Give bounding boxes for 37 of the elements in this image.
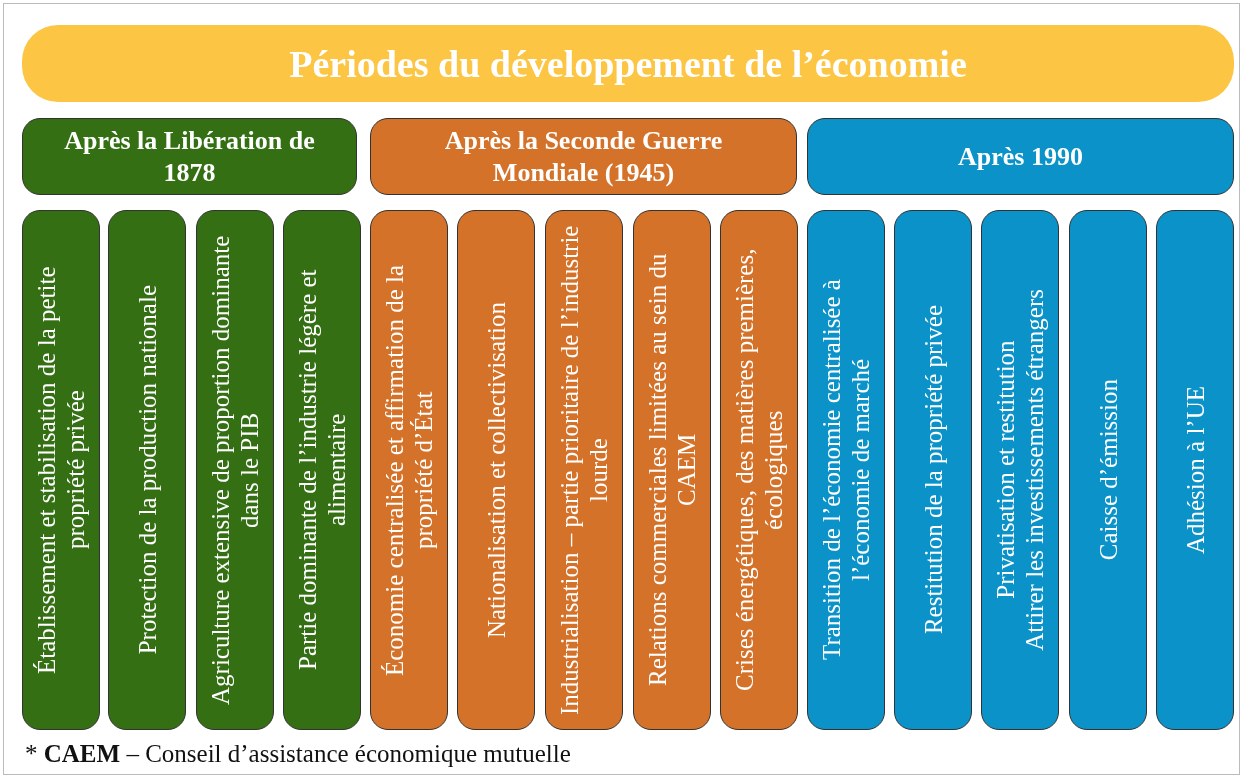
period-heading: Après 1990	[958, 140, 1083, 173]
feature-text: Partie dominante de l’industrie légère et alimentaire	[293, 268, 351, 673]
feature-column	[22, 210, 100, 730]
feature-text: Caisse d’émission	[1093, 379, 1123, 561]
feature-text: Économie centralisée et affirmation de la propriété d’État	[380, 263, 438, 678]
feature-text: Relations commerciales limitées au sein du CAEM	[643, 252, 701, 689]
feature-text: Transition de l’économie centralisée à l’économie de marché	[817, 278, 875, 663]
feature-column	[894, 210, 972, 730]
feature-text: Restitution de la propriété privée	[918, 305, 948, 635]
period-header	[22, 118, 357, 195]
feature-text: Protection de la production nationale	[132, 285, 162, 655]
period-header	[807, 118, 1234, 195]
feature-column	[283, 210, 361, 730]
feature-column	[457, 210, 535, 730]
period-heading: Après la Seconde Guerre Mondiale (1945)	[443, 124, 724, 189]
footnote: *CAEM – Conseil d’assistance économique mutuelle	[25, 740, 571, 768]
feature-text: Nationalisation et collectivisation	[481, 302, 511, 638]
feature-column	[633, 210, 711, 730]
feature-column	[1156, 210, 1234, 730]
banner-heading: Périodes du développement de l’économie	[289, 41, 967, 86]
period-heading: Après la Libération de 1878	[63, 124, 316, 189]
feature-column	[108, 210, 186, 730]
feature-text: Industrialisation – partie prioritaire de l’industrie lourde	[555, 225, 613, 715]
feature-column	[196, 210, 274, 730]
feature-column	[807, 210, 885, 730]
feature-text: Établissement et stabilisation de la petite propriété privée	[32, 265, 90, 676]
period-header	[370, 118, 797, 195]
feature-column	[1069, 210, 1147, 730]
feature-column	[370, 210, 448, 730]
feature-column	[981, 210, 1059, 730]
feature-text: Privatisation et restitution	[991, 340, 1020, 600]
feature-text: Crises énergétiques, des matières premières, écologiques	[730, 247, 788, 694]
feature-text: Agriculture extensive de proportion dominante dans le PIB	[206, 234, 264, 707]
feature-text: Attirer les investissements étrangers	[1020, 289, 1049, 651]
feature-column	[720, 210, 798, 730]
feature-text: Adhésion à l’UE	[1180, 386, 1210, 554]
feature-column	[545, 210, 623, 730]
